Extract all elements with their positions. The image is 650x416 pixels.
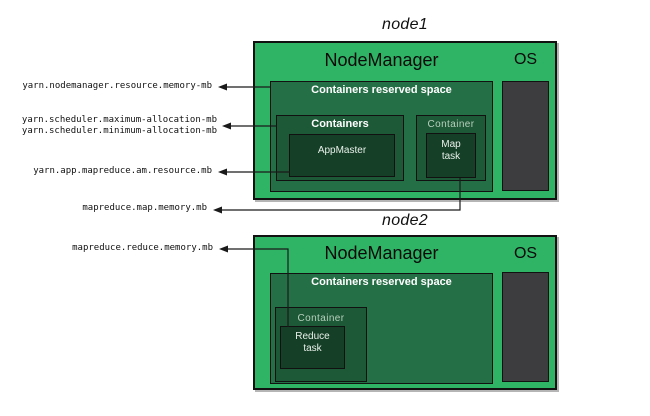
node1-title: node1	[382, 16, 428, 33]
node1-containers-label: Containers	[311, 118, 369, 130]
node1-map-task-box: Map task	[426, 133, 476, 178]
node1-map-task-label-line2: task	[441, 151, 461, 162]
node2-os-memory-block	[502, 272, 549, 382]
node1-appmaster-label: AppMaster	[317, 145, 367, 156]
node1-nodemanager-label: NodeManager	[324, 50, 439, 70]
config-label-scheduler-maximum-allocation: yarn.scheduler.maximum-allocation-mb	[21, 115, 217, 125]
node1-appmaster-box: AppMaster	[289, 134, 395, 177]
node2-containers-reserved-space-label: Containers reserved space	[311, 276, 452, 288]
node2-os-label: OS	[513, 245, 538, 262]
node2-container-box: Container Reduce task	[275, 307, 367, 382]
node1-containers-reserved-space-label: Containers reserved space	[311, 84, 452, 96]
node1-nodemanager-box: NodeManager OS Containers reserved space…	[253, 41, 557, 200]
config-label-reduce-memory-mb: mapreduce.reduce.memory.mb	[72, 243, 213, 253]
node2-reduce-task-box: Reduce task	[280, 326, 345, 369]
config-label-map-memory-mb: mapreduce.map.memory.mb	[82, 203, 207, 213]
node1-os-label: OS	[513, 51, 538, 68]
node2-containers-reserved-space-box: Containers reserved space Container Redu…	[270, 273, 493, 384]
node1-map-task-label-line1: Map	[441, 139, 461, 150]
node1-containers-reserved-space-box: Containers reserved space Containers App…	[270, 81, 493, 192]
node1-container-box: Container Map task	[416, 115, 486, 181]
config-label-nodemanager-resource-memory: yarn.nodemanager.resource.memory-mb	[22, 81, 212, 91]
config-label-am-resource-mb: yarn.app.mapreduce.am.resource.mb	[33, 166, 212, 176]
node2-nodemanager-label: NodeManager	[324, 243, 439, 263]
node2-nodemanager-box: NodeManager OS Containers reserved space…	[253, 235, 557, 390]
node2-reduce-task-label-line1: Reduce	[295, 331, 330, 342]
node1-os-memory-block	[502, 81, 549, 191]
node2-reduce-task-label-line2: task	[303, 343, 322, 354]
config-label-scheduler-minimum-allocation: yarn.scheduler.minimum-allocation-mb	[21, 126, 217, 136]
node2-title: node2	[382, 212, 428, 229]
node1-container-label: Container	[427, 119, 475, 130]
node2-container-label: Container	[297, 313, 345, 324]
node1-containers-box: Containers AppMaster	[276, 115, 404, 181]
